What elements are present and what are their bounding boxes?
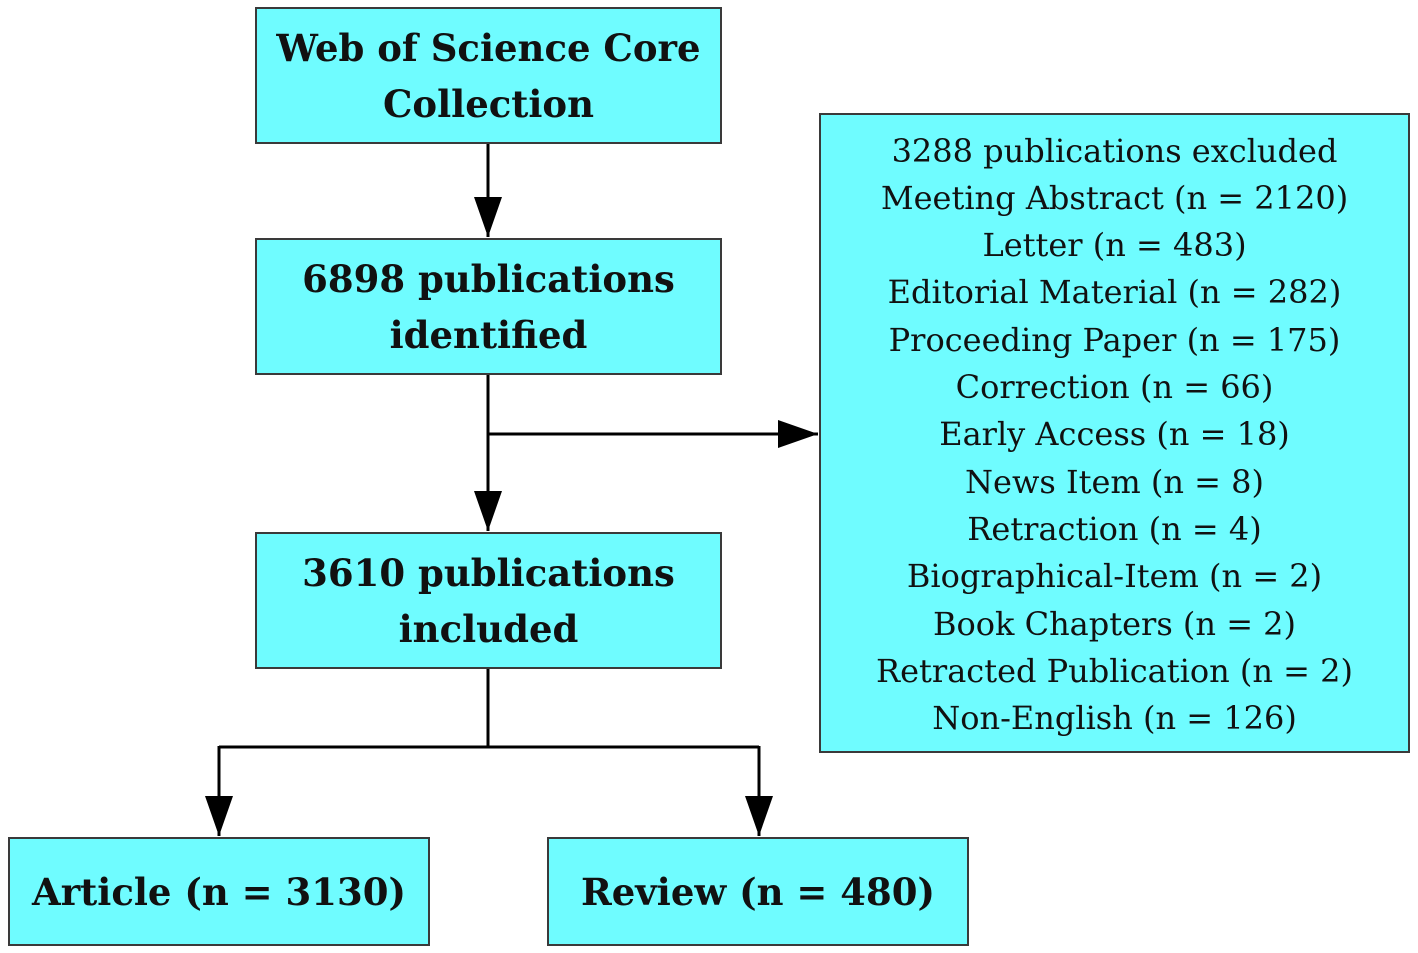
review-label: Review (n = 480): [580, 869, 936, 914]
excluded-item: Meeting Abstract (n = 2120): [880, 178, 1349, 217]
excluded-item: Non-English (n = 126): [932, 699, 1297, 738]
excluded-item: Retraction (n = 4): [967, 509, 1262, 548]
excluded-item: Biographical-Item (n = 2): [906, 557, 1323, 596]
article-box: Article (n = 3130): [8, 837, 430, 946]
source-line-1: Web of Science Core: [276, 25, 701, 70]
identified-line-1: 6898 publications: [302, 256, 675, 301]
excluded-item: Retracted Publication (n = 2): [876, 651, 1353, 690]
included-line-1: 3610 publications: [302, 550, 675, 595]
excluded-item: Letter (n = 483): [982, 226, 1247, 265]
identified-box: 6898 publications identified: [255, 238, 722, 375]
included-box: 3610 publications included: [255, 532, 722, 669]
excluded-item: Book Chapters (n = 2): [932, 604, 1297, 643]
source-box: Web of Science Core Collection: [255, 7, 722, 144]
excluded-item: News Item (n = 8): [965, 462, 1264, 501]
excluded-title: 3288 publications excluded: [891, 131, 1338, 170]
excluded-item: Correction (n = 66): [955, 368, 1274, 407]
excluded-box: 3288 publications excluded Meeting Abstr…: [819, 113, 1410, 753]
excluded-item: Proceeding Paper (n = 175): [888, 320, 1341, 359]
included-line-2: included: [398, 606, 579, 651]
source-line-2: Collection: [382, 81, 595, 126]
excluded-item: Early Access (n = 18): [939, 415, 1290, 454]
excluded-item: Editorial Material (n = 282): [887, 273, 1342, 312]
review-box: Review (n = 480): [547, 837, 969, 946]
article-label: Article (n = 3130): [31, 869, 406, 914]
identified-line-2: identified: [389, 312, 588, 357]
